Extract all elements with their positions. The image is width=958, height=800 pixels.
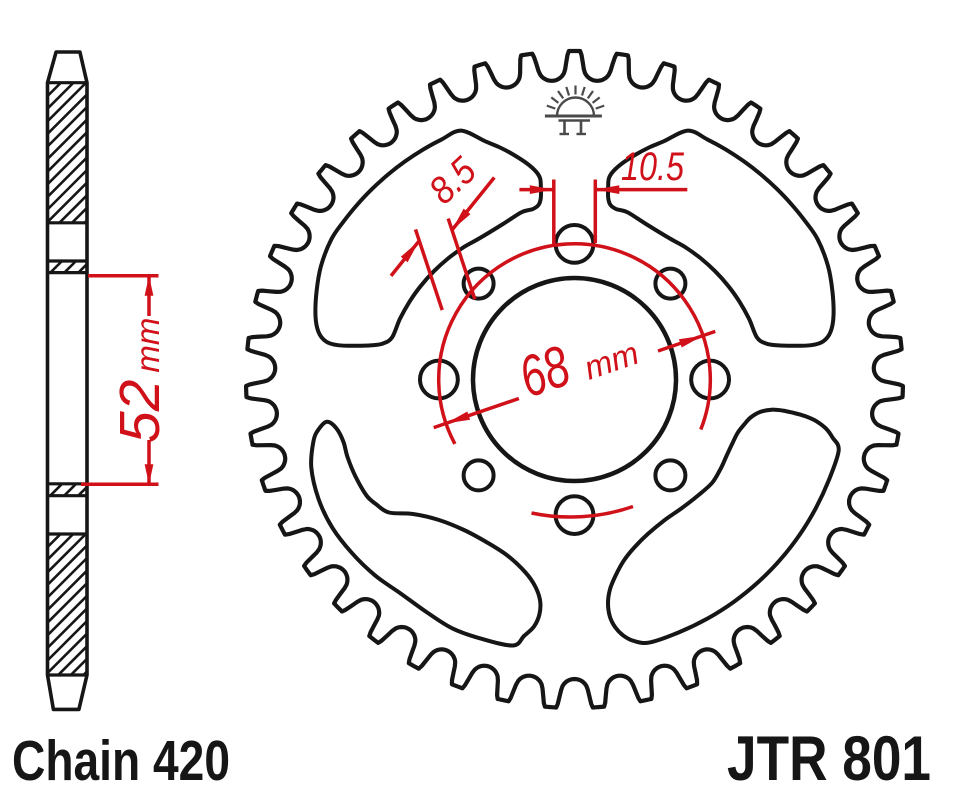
svg-text:10.5: 10.5 [621,145,685,189]
svg-text:Chain 420: Chain 420 [12,729,230,793]
svg-text:JTR 801: JTR 801 [727,724,931,794]
